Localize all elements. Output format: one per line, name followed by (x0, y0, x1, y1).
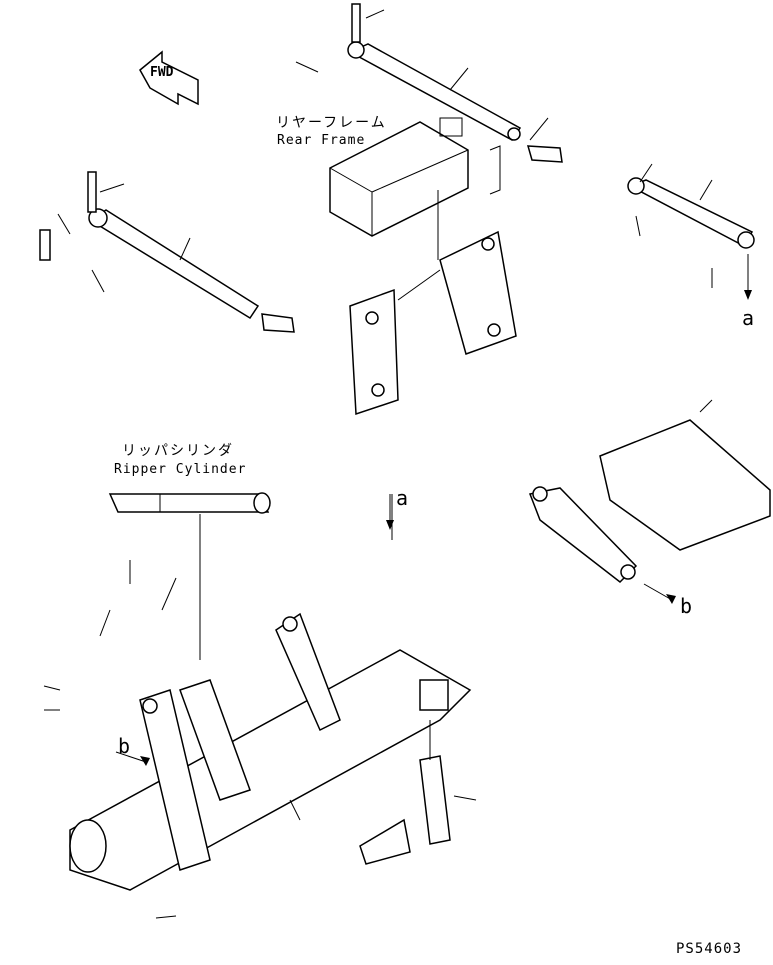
bottom-bracket-part (359, 755, 451, 865)
leader-lines (43, 9, 713, 919)
fwd-arrow-icon (139, 50, 199, 106)
reference-arrows (115, 254, 752, 766)
ripper-cylinder-part (108, 492, 271, 514)
center-bracket-part (349, 230, 517, 416)
drawing-code: PS54603 (676, 941, 743, 957)
ref-b-left: b (118, 734, 131, 758)
fwd-label: FWD (150, 65, 174, 80)
ref-b-mid: b (680, 594, 693, 618)
right-beam-part (528, 419, 771, 583)
ripper-cylinder-en-label: Ripper Cylinder (114, 462, 247, 477)
ripper-cylinder-jp-label: リッパシリンダ (122, 443, 234, 459)
rear-frame-jp-label: リヤーフレーム (276, 115, 387, 131)
right-upper-link-part (627, 177, 755, 249)
rear-frame-part (329, 117, 501, 237)
shank-assembly-part (69, 612, 472, 891)
ref-a-mid: a (396, 486, 409, 510)
upper-link-bar-part (347, 3, 563, 163)
left-link-bar-part (39, 171, 295, 333)
ref-a-top: a (742, 306, 755, 330)
rear-frame-en-label: Rear Frame (277, 133, 366, 148)
